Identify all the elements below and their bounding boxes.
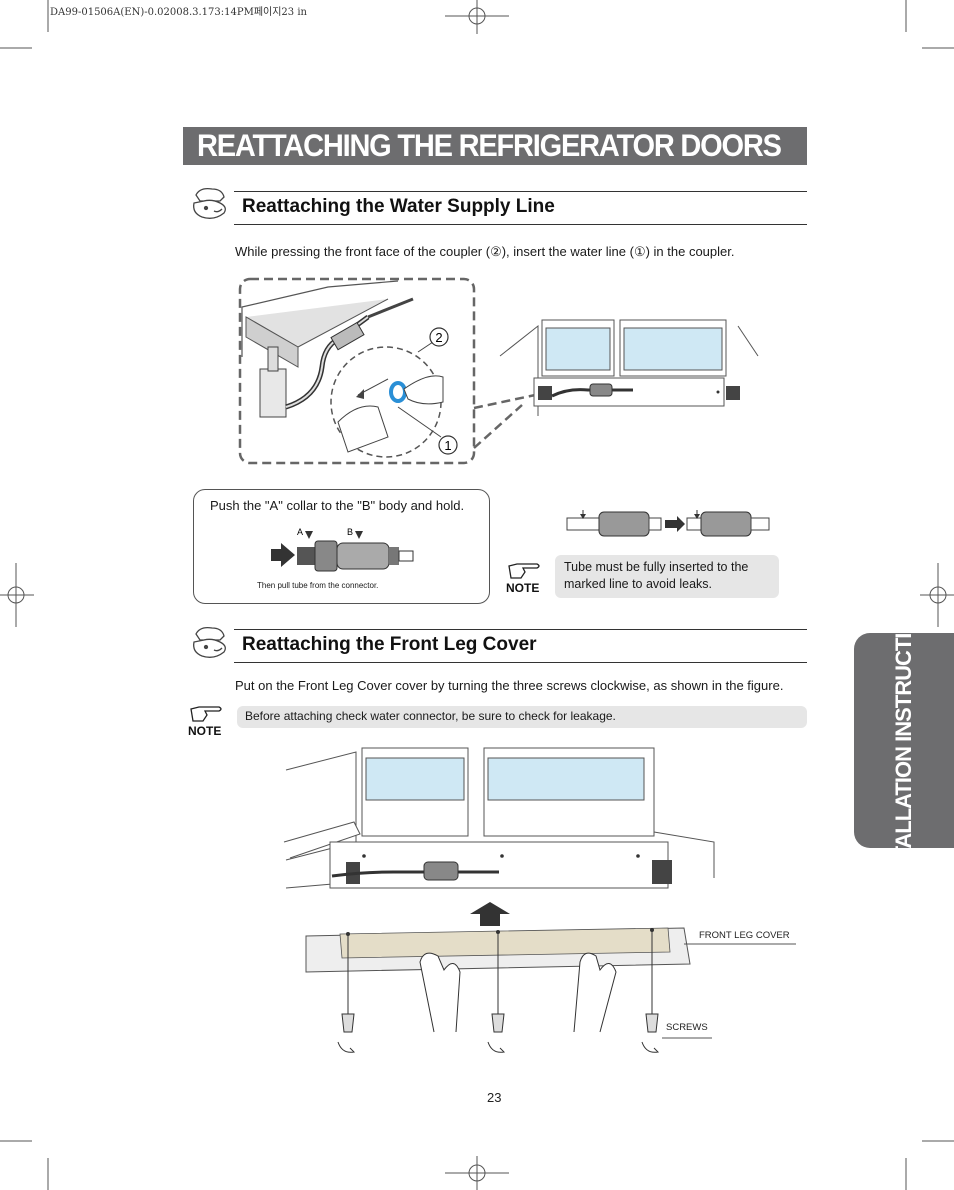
coupler-ab-illustration: A B <box>271 527 414 572</box>
pointing-hand-icon <box>508 563 540 579</box>
marker-1: 1 <box>444 438 451 453</box>
note-text-leakage: Before attaching check water connector, … <box>245 709 616 723</box>
coupler-closeup-illustration: 2 1 <box>238 277 476 465</box>
page-title-bar: REATTACHING THE REFRIGERATOR DOORS <box>183 127 807 165</box>
front-leg-cover-illustration <box>283 747 796 1053</box>
note-label-2: NOTE <box>188 724 222 738</box>
chef-icon <box>193 626 226 658</box>
tube-insertion-illustration <box>566 510 770 537</box>
section-heading-leg-cover: Reattaching the Front Leg Cover <box>234 629 807 663</box>
page-title: REATTACHING THE REFRIGERATOR DOORS <box>197 129 782 164</box>
note-box-tube: Tube must be fully inserted to the marke… <box>555 555 779 598</box>
callout-text: Push the "A" collar to the "B" body and … <box>210 498 465 513</box>
note-label-1: NOTE <box>506 581 540 595</box>
water-supply-instruction: While pressing the front face of the cou… <box>235 244 735 259</box>
print-header: DA99-01506A(EN)-0.02008.3.173:14PM페이지23 … <box>50 7 307 18</box>
section-heading-water-supply: Reattaching the Water Supply Line <box>234 191 807 225</box>
connector-dashed-lines <box>473 392 541 449</box>
callout-label-a: A <box>297 527 303 537</box>
callout-label-b: B <box>347 527 353 537</box>
label-front-leg-cover: FRONT LEG COVER <box>699 930 790 941</box>
note-text-line2: marked line to avoid leaks. <box>564 577 712 591</box>
label-screws: SCREWS <box>666 1022 708 1033</box>
coupler-callout: Push the "A" collar to the "B" body and … <box>193 489 490 604</box>
section-heading-water-supply-text: Reattaching the Water Supply Line <box>242 196 555 217</box>
note-box-leakage: Before attaching check water connector, … <box>237 706 807 728</box>
fridge-bottom-illustration <box>499 319 759 416</box>
note-text-line1: Tube must be fully inserted to the <box>564 560 749 574</box>
side-tab-text: INSTALLATION INSTRUCTIONS <box>891 588 916 893</box>
marker-2: 2 <box>435 330 442 345</box>
section-heading-leg-cover-text: Reattaching the Front Leg Cover <box>242 634 537 655</box>
callout-caption: Then pull tube from the connector. <box>257 581 379 590</box>
pointing-hand-icon <box>190 706 222 722</box>
chef-icon <box>193 187 226 219</box>
page-number: 23 <box>487 1090 502 1105</box>
leg-cover-instruction: Put on the Front Leg Cover cover by turn… <box>235 678 784 693</box>
side-tab: INSTALLATION INSTRUCTIONS <box>854 588 954 893</box>
